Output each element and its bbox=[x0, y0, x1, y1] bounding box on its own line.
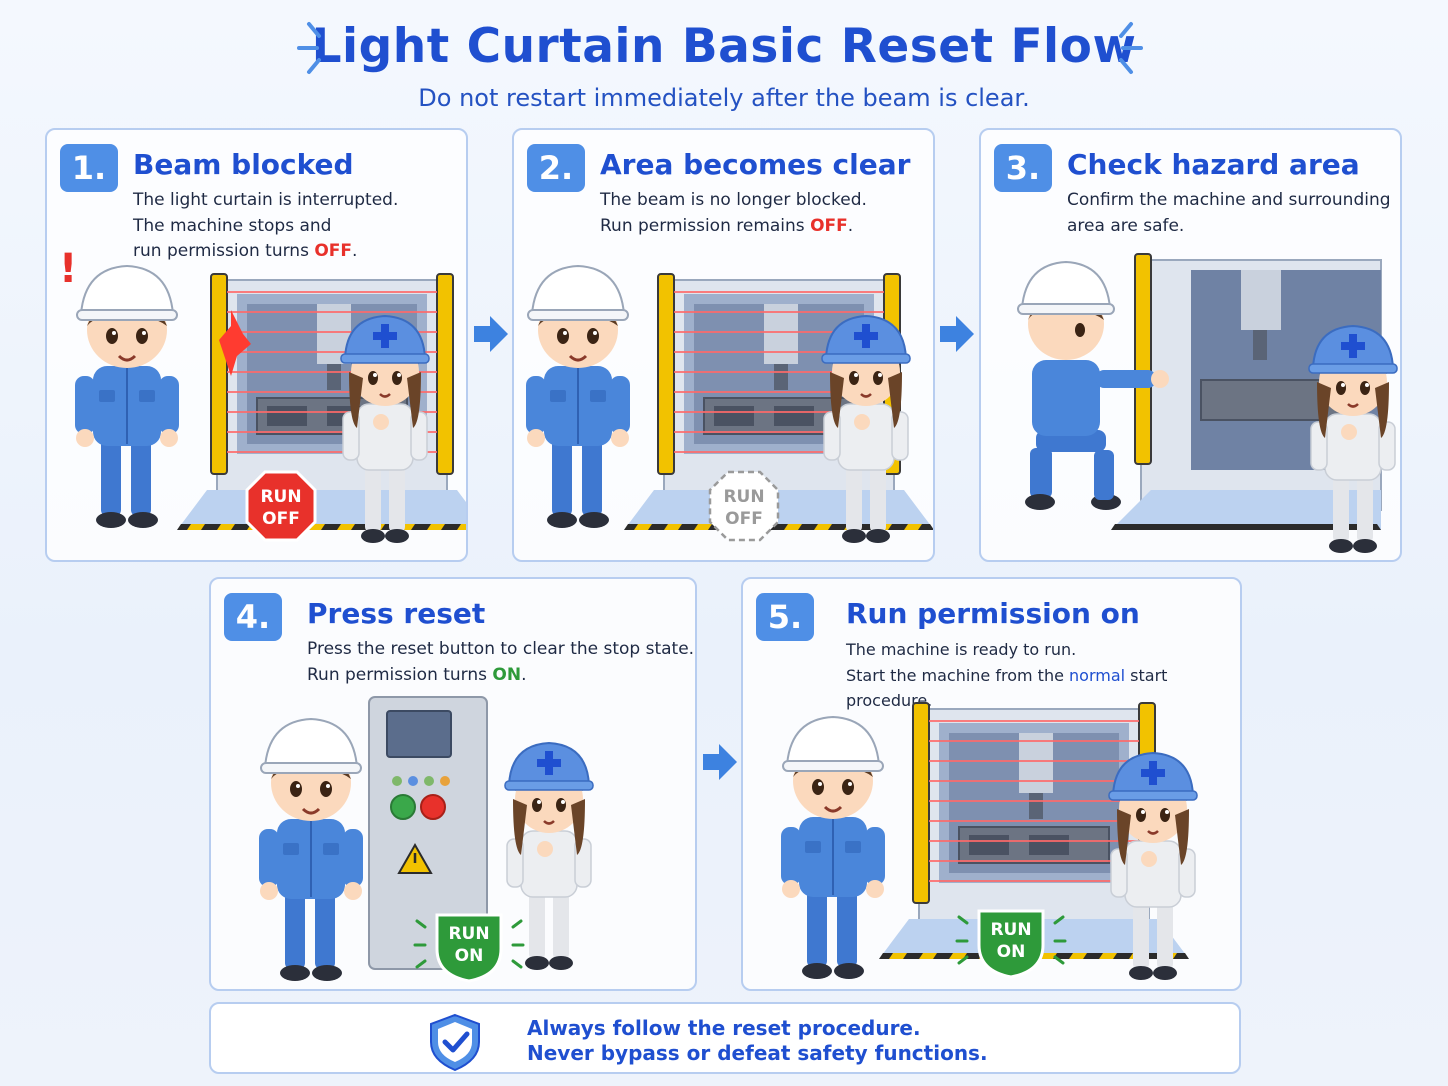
status-sign-run: RUN bbox=[990, 920, 1031, 940]
step-panel-4: 4. Press reset Press the reset button to… bbox=[209, 577, 697, 991]
step-panel-5: 5. Run permission on The machine is read… bbox=[741, 577, 1242, 991]
step-title: Check hazard area bbox=[1067, 148, 1360, 181]
step-title: Run permission on bbox=[846, 597, 1140, 630]
sparkle-icon bbox=[1119, 22, 1143, 74]
status-sign-state: ON bbox=[997, 942, 1026, 962]
reset-control-panel bbox=[368, 696, 488, 970]
status-badge: RUN ON bbox=[413, 913, 525, 983]
step-panel-3: 3. Check hazard area Confirm the machine… bbox=[979, 128, 1402, 562]
status-sign-state: ON bbox=[455, 946, 484, 966]
step-description: Confirm the machine and surrounding area… bbox=[1067, 190, 1391, 236]
step-panel-2: 2. Area becomes clear The beam is no lon… bbox=[512, 128, 935, 562]
stop-button[interactable] bbox=[420, 794, 446, 820]
step-number-badge: 2. bbox=[527, 144, 585, 192]
safety-reminder-footer: Always follow the reset procedure. Never… bbox=[209, 1002, 1241, 1074]
impact-burst-icon bbox=[219, 310, 251, 376]
shield-check-icon bbox=[430, 1013, 480, 1072]
page-title: Light Curtain Basic Reset Flow bbox=[311, 19, 1137, 74]
step-panel-1: 1. Beam blocked The light curtain is int… bbox=[45, 128, 468, 562]
step-number-badge: 3. bbox=[994, 144, 1052, 192]
page-subtitle: Do not restart immediately after the bea… bbox=[418, 84, 1030, 112]
arrow-right-icon bbox=[703, 744, 737, 780]
alert-mark: ! bbox=[59, 246, 77, 292]
reset-button[interactable] bbox=[390, 794, 416, 820]
stop-sign-icon: RUN OFF bbox=[708, 470, 780, 542]
arrow-right-icon bbox=[474, 316, 508, 352]
footer-line-2: Never bypass or defeat safety functions. bbox=[527, 1041, 988, 1065]
footer-text: Always follow the reset procedure. Never… bbox=[527, 1016, 988, 1066]
sparkle-icon bbox=[297, 22, 321, 74]
press-reset-illustration: RUN ON bbox=[257, 696, 595, 983]
step-number-badge: 4. bbox=[224, 593, 282, 641]
status-badge: RUN ON bbox=[955, 909, 1067, 979]
footer-line-1: Always follow the reset procedure. bbox=[527, 1016, 921, 1040]
step-number-badge: 1. bbox=[60, 144, 118, 192]
status-sign-state: OFF bbox=[725, 509, 763, 529]
stop-sign-icon: RUN OFF bbox=[245, 470, 317, 542]
status-sign-state: OFF bbox=[262, 509, 300, 529]
status-sign-run: RUN bbox=[723, 487, 764, 507]
step-description: The beam is no longer blocked. Run permi… bbox=[600, 190, 867, 236]
step-title: Press reset bbox=[307, 597, 486, 630]
step-number-badge: 5. bbox=[756, 593, 814, 641]
header: Light Curtain Basic Reset Flow Do not re… bbox=[0, 12, 1448, 112]
arrow-right-icon bbox=[940, 316, 974, 352]
step-title: Beam blocked bbox=[133, 148, 354, 181]
step-description: The light curtain is interrupted. The ma… bbox=[133, 190, 399, 261]
check-hazard-illustration bbox=[1017, 253, 1399, 555]
step-description: Press the reset button to clear the stop… bbox=[307, 639, 695, 685]
beam-blocked-illustration: ! RUN OFF bbox=[59, 246, 466, 545]
area-clear-illustration: RUN OFF bbox=[524, 264, 933, 545]
status-sign-run: RUN bbox=[260, 487, 301, 507]
run-permission-illustration: RUN ON bbox=[779, 702, 1199, 982]
status-sign-run: RUN bbox=[448, 924, 489, 944]
step-title: Area becomes clear bbox=[600, 148, 911, 181]
step-description: The machine is ready to run. Start the m… bbox=[846, 640, 1168, 710]
